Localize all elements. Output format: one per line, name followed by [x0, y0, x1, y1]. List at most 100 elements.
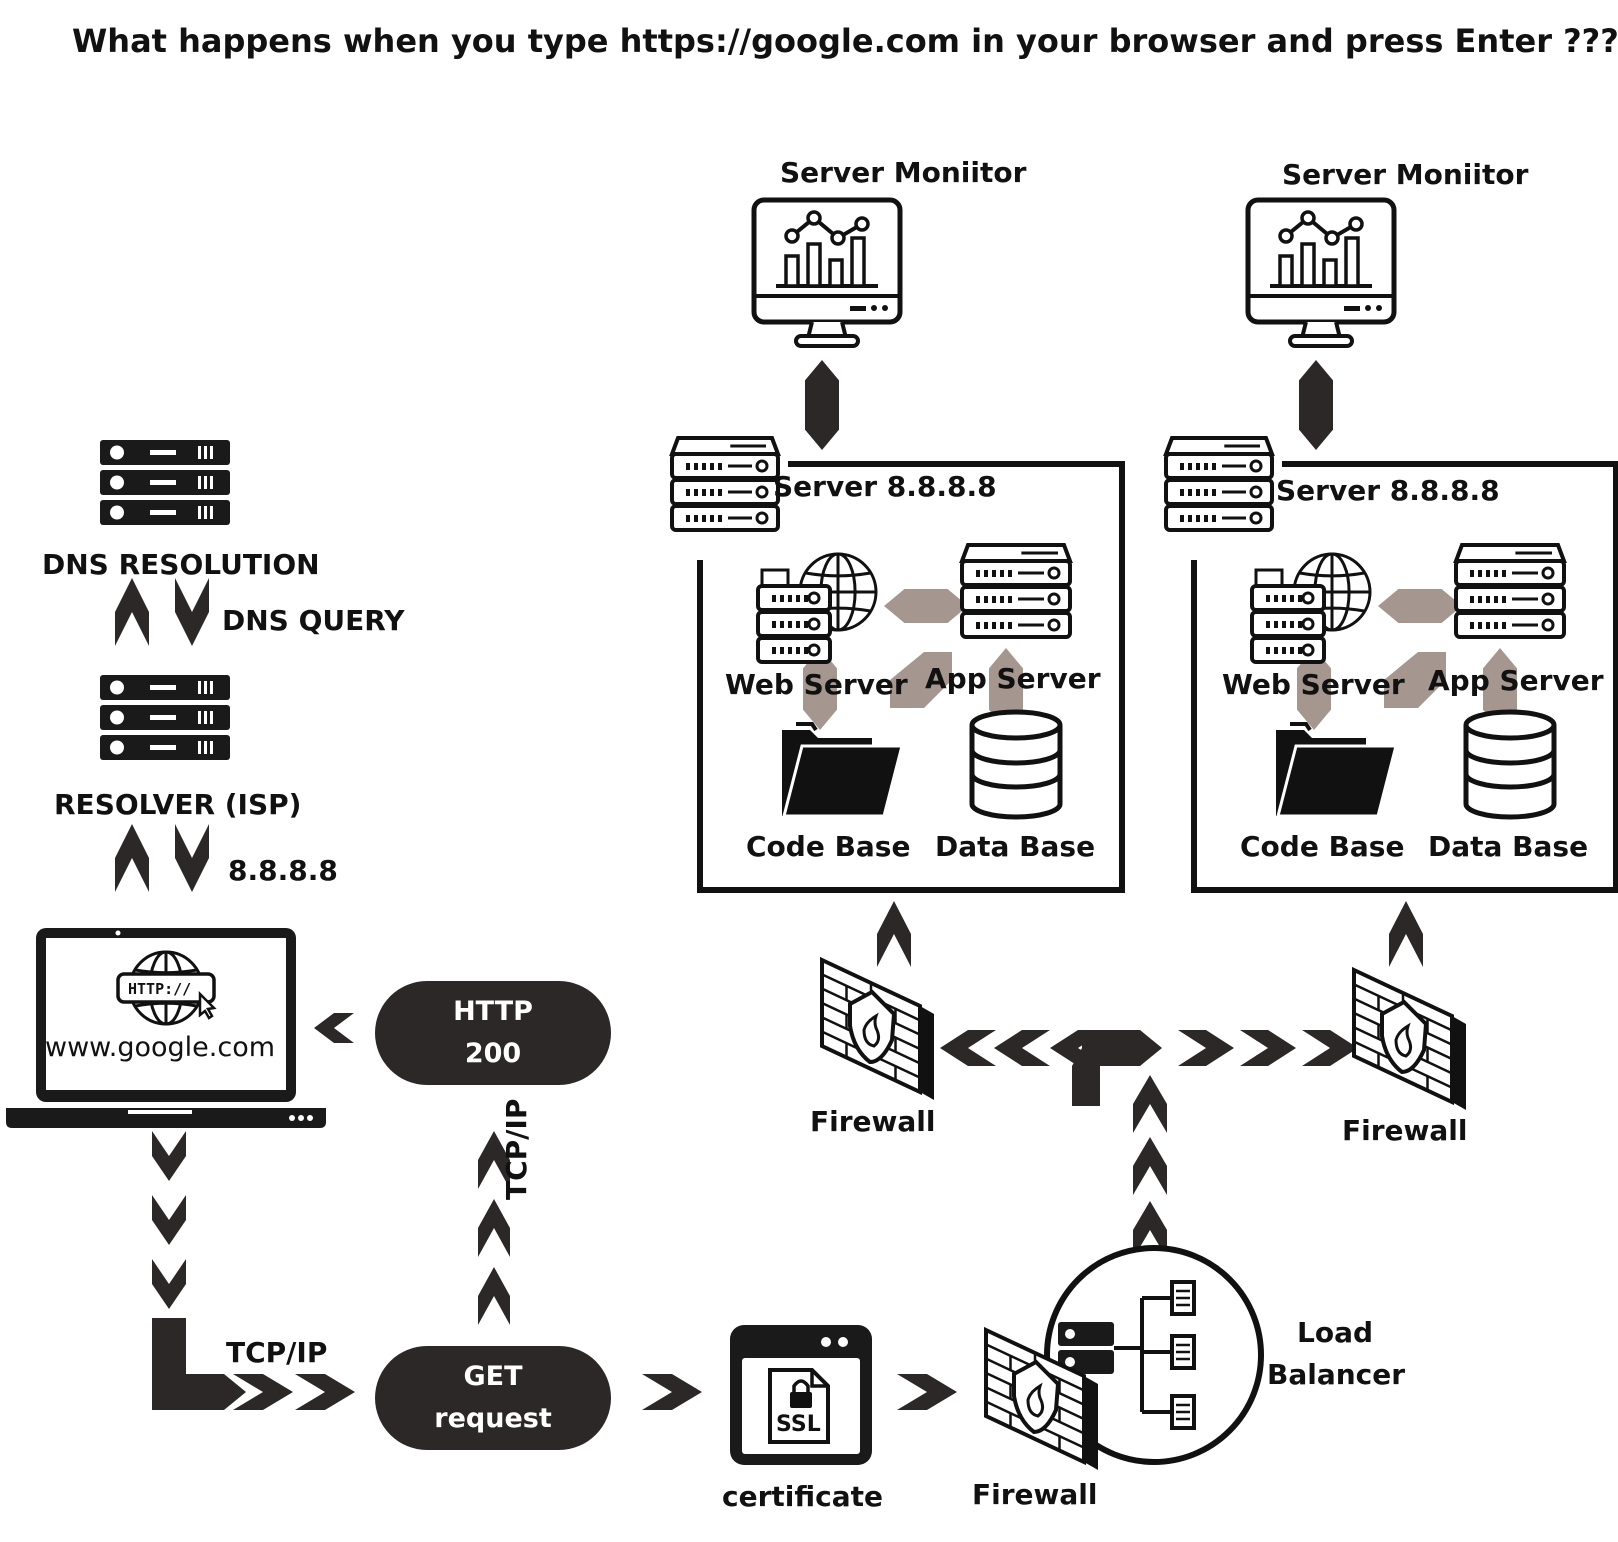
data-base-label: Data Base	[1428, 830, 1589, 863]
browser-url: www.google.com	[45, 1032, 276, 1063]
server-cluster-2	[1191, 360, 1618, 893]
chevron-arrow-icon	[295, 1374, 355, 1410]
chevron-arrow-icon	[152, 1131, 186, 1181]
server-monitor-icon	[1245, 197, 1397, 348]
tcp-ip-up-label: TCP/IP	[500, 1098, 533, 1200]
firewall-entry-label: Firewall	[972, 1478, 1098, 1511]
ssl-text: SSL	[776, 1412, 821, 1437]
chevron-arrow-icon	[897, 1374, 957, 1410]
response-status-line2: 200	[464, 1038, 522, 1069]
junction-icon	[1072, 1030, 1162, 1106]
dns-server-icon	[100, 440, 230, 525]
chevron-arrow-icon	[175, 824, 209, 892]
database-icon	[969, 709, 1063, 820]
server-boundary	[697, 461, 1125, 893]
http-200-response: HTTP 200	[375, 981, 611, 1085]
connector-arrow-icon	[884, 589, 968, 623]
chevron-arrow-icon	[152, 1259, 186, 1309]
app-server-icon	[1453, 543, 1567, 639]
connector-arrow-icon	[805, 360, 839, 450]
chevron-arrow-icon	[478, 1199, 510, 1257]
firewall-entry-icon	[984, 1326, 1098, 1470]
firewall-icon	[820, 956, 934, 1100]
code-base-label: Code Base	[1240, 830, 1405, 863]
http-badge-text: HTTP://	[128, 980, 192, 998]
connector-arrow-icon	[1378, 589, 1462, 623]
chevron-arrow-icon	[233, 1374, 293, 1410]
web-server-label: Web Server	[1222, 668, 1405, 701]
chevron-arrow-icon	[877, 901, 911, 967]
firewall-label: Firewall	[1342, 1114, 1468, 1147]
server-cluster-1	[697, 360, 1125, 893]
chevron-arrow-icon	[1050, 1030, 1106, 1066]
connector-arrow-icon	[1483, 648, 1517, 730]
web-rack-icon	[756, 584, 832, 664]
app-server-label: App Server	[925, 662, 1101, 695]
ssl-certificate-icon	[730, 1325, 872, 1465]
connector-arrow-icon	[1299, 360, 1333, 450]
request-line1: GET	[463, 1361, 523, 1392]
server-rack-icon	[669, 436, 781, 532]
firewall-label: Firewall	[810, 1105, 936, 1138]
chevron-arrow-icon	[478, 1131, 510, 1189]
cursor-icon	[198, 990, 217, 1020]
chevron-arrow-icon	[175, 578, 209, 646]
chevron-arrow-icon	[1133, 1201, 1167, 1259]
web-server-label: Web Server	[725, 668, 908, 701]
chevron-arrow-icon	[1178, 1030, 1234, 1066]
chevron-arrow-icon	[115, 824, 149, 892]
server-boundary	[1191, 461, 1618, 893]
chevron-arrow-icon	[940, 1030, 996, 1066]
server-monitor-label: Server Moniitor	[1282, 158, 1529, 191]
chevron-arrow-icon	[994, 1030, 1050, 1066]
connector-arrow-icon	[1384, 652, 1446, 708]
database-icon	[1463, 709, 1557, 820]
http-badge-icon	[116, 972, 216, 1004]
firewall-icon	[1352, 966, 1466, 1110]
data-base-label: Data Base	[935, 830, 1096, 863]
chevron-arrow-icon	[478, 1267, 510, 1325]
chevron-arrow-icon	[115, 578, 149, 646]
server-address-label: Server 8.8.8.8	[1276, 474, 1500, 507]
code-base-label: Code Base	[746, 830, 911, 863]
get-request: GET request	[375, 1346, 611, 1450]
corner-arrow-icon	[152, 1318, 246, 1410]
server-rack-icon	[1163, 436, 1275, 532]
connector-arrow-icon	[803, 648, 837, 730]
load-balancer-label-line2: Balancer	[1267, 1358, 1406, 1391]
server-address-label: Server 8.8.8.8	[773, 470, 997, 503]
chevron-arrow-icon	[642, 1374, 702, 1410]
certificate-label: certificate	[722, 1480, 883, 1513]
dns-resolution-label: DNS RESOLUTION	[42, 548, 320, 581]
chevron-arrow-icon	[1302, 1030, 1358, 1066]
request-line2: request	[434, 1403, 552, 1434]
resolver-server-icon	[100, 675, 230, 760]
lock-icon	[790, 1392, 812, 1408]
tcp-ip-right-label: TCP/IP	[226, 1336, 328, 1369]
connector-arrow-icon	[989, 648, 1023, 730]
page-title: What happens when you type https://googl…	[72, 22, 1618, 60]
load-balancer-label-line1: Load	[1297, 1316, 1374, 1349]
chevron-arrow-icon	[1240, 1030, 1296, 1066]
code-base-icon	[1276, 722, 1398, 818]
flow-arrows	[152, 901, 1423, 1410]
chevron-arrow-icon	[1133, 1137, 1167, 1195]
server-monitor-icon	[751, 197, 903, 348]
web-rack-icon	[1250, 584, 1326, 664]
app-server-icon	[959, 543, 1073, 639]
resolver-label: RESOLVER (ISP)	[54, 788, 302, 821]
dns-arrows	[115, 578, 209, 892]
load-balancer-icon	[1044, 1245, 1264, 1465]
laptop-icon	[6, 928, 326, 1128]
app-server-label: App Server	[1428, 664, 1604, 697]
connector-arrow-icon	[890, 652, 952, 708]
server-monitor-label: Server Moniitor	[780, 156, 1027, 189]
chevron-arrow-icon	[1133, 1075, 1167, 1133]
ip-address-label: 8.8.8.8	[228, 854, 338, 887]
chevron-arrow-icon	[1389, 901, 1423, 967]
chevron-arrow-icon	[152, 1195, 186, 1245]
code-base-icon	[782, 722, 904, 818]
connector-arrow-icon	[1297, 648, 1331, 730]
